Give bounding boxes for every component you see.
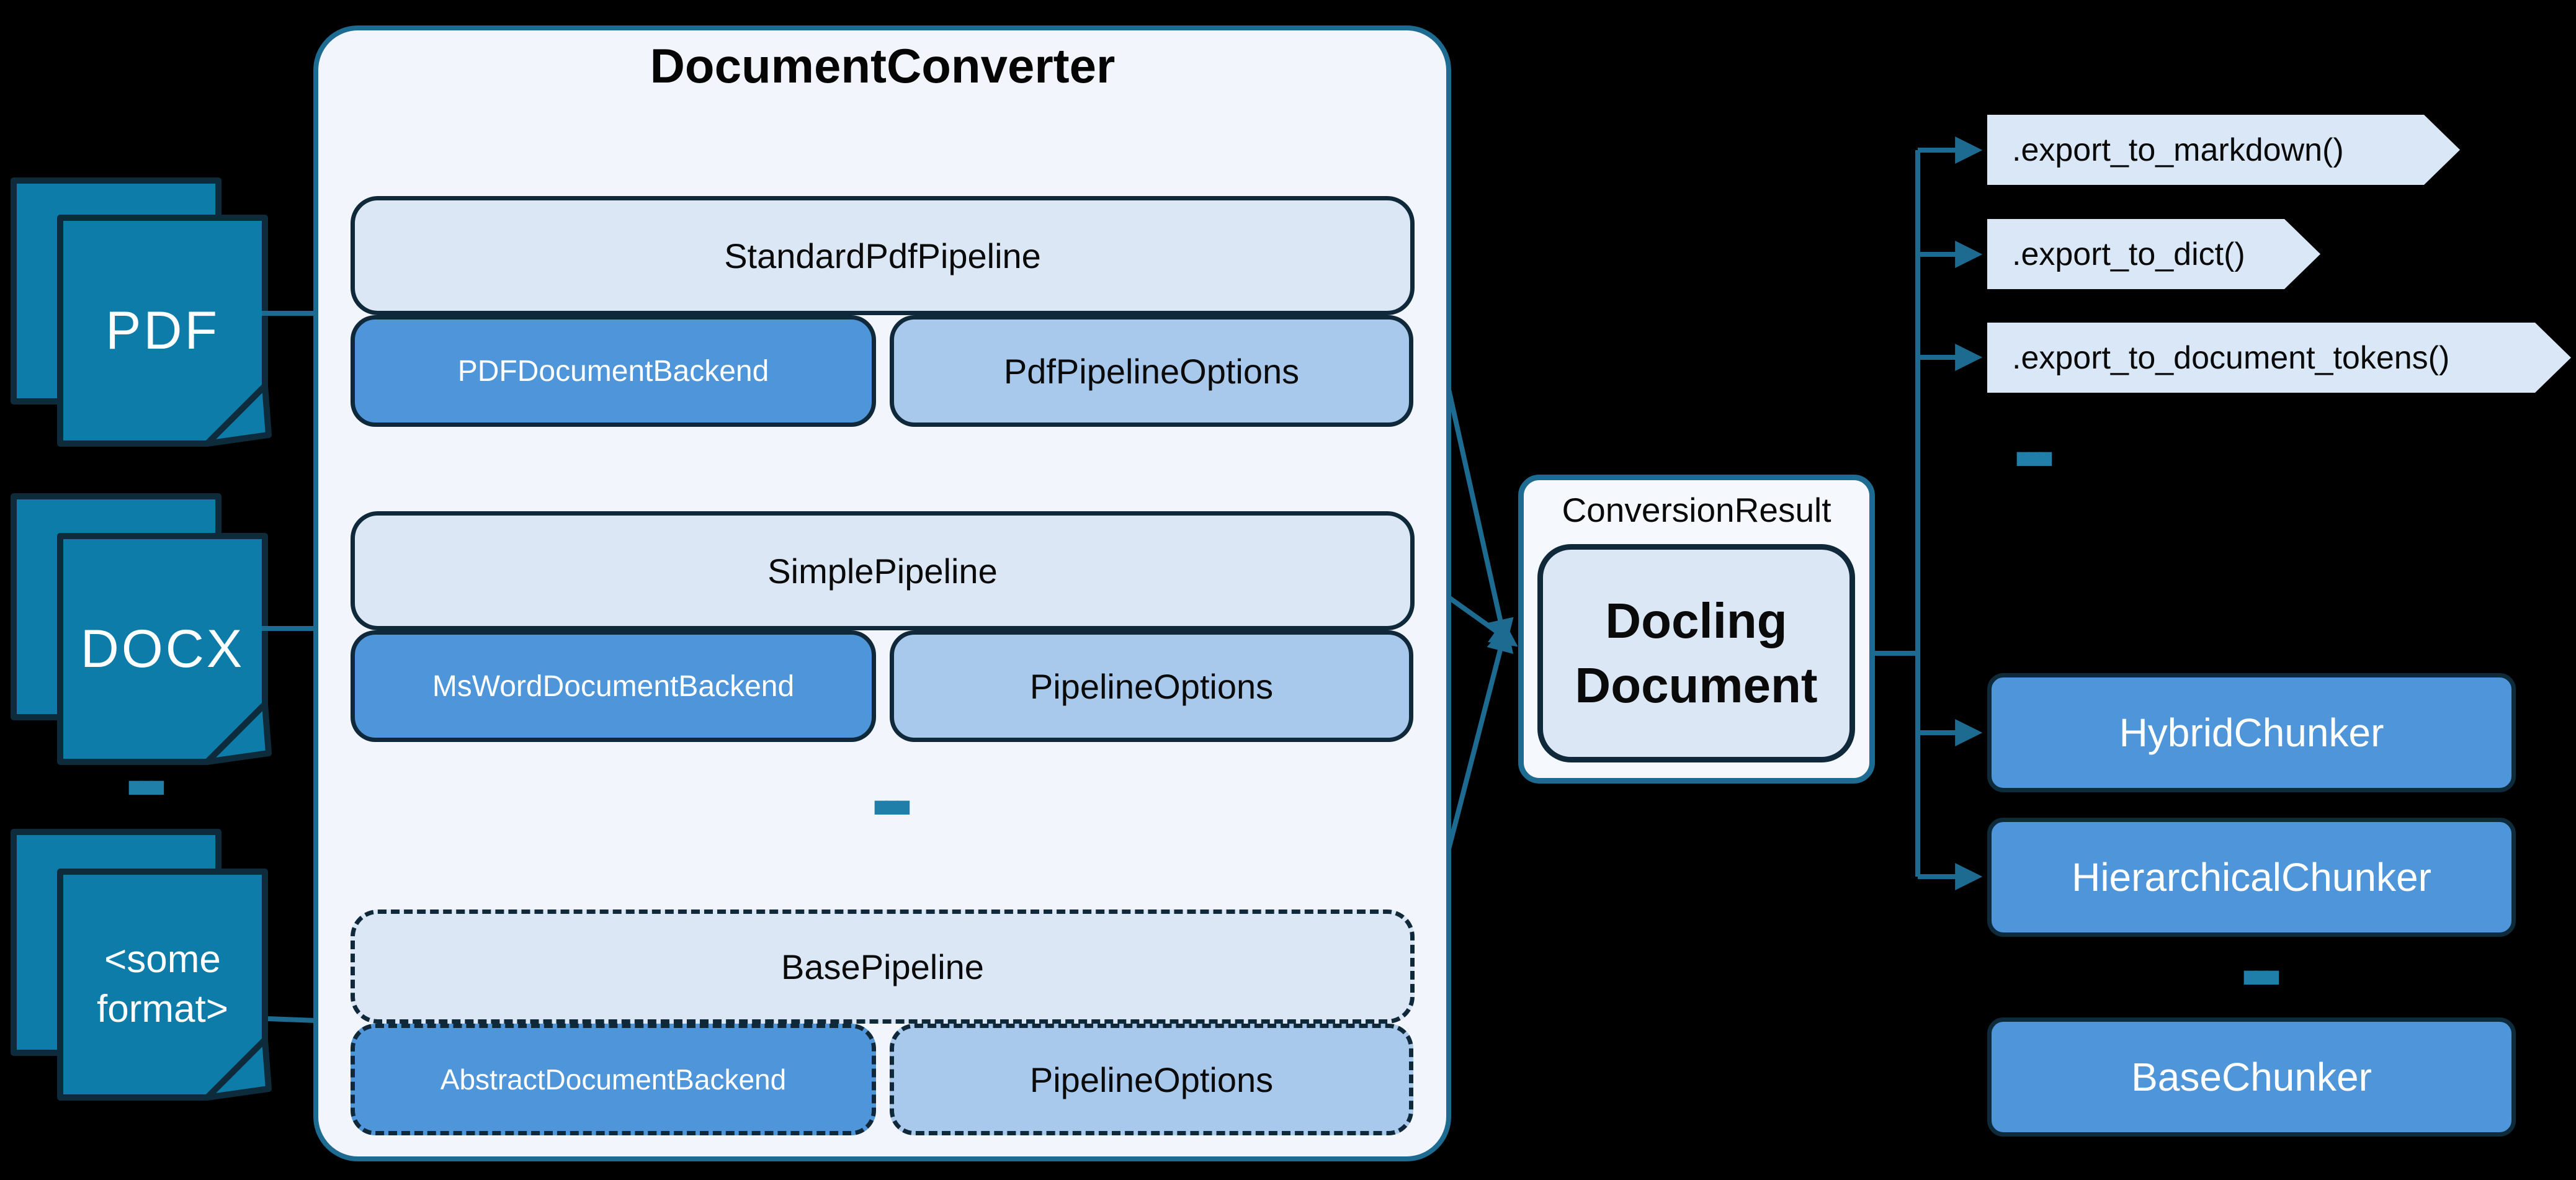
chunker-hierarchical: HierarchicalChunker [1987, 818, 2516, 937]
input-label-pdf: PDF [105, 300, 220, 360]
options-basepipeline: PipelineOptions [890, 1024, 1413, 1135]
chunker-hybrid: HybridChunker [1987, 673, 2516, 792]
pipeline-base: BasePipeline [351, 910, 1415, 1024]
conversion-result-label: ConversionResult [1562, 491, 1831, 529]
options-pdfpipeline: PdfPipelineOptions [890, 315, 1413, 427]
export-chip-markdown: .export_to_markdown() [1987, 115, 2460, 185]
backend-abstractdocument: AbstractDocumentBackend [351, 1024, 876, 1135]
options-pipeline: PipelineOptions [890, 630, 1413, 742]
export-chip-dict: .export_to_dict() [1987, 219, 2320, 289]
docling-document-line1: Docling [1605, 593, 1787, 648]
backend-msword: MsWordDocumentBackend [351, 630, 876, 742]
input-label-some-format: <some format> [60, 872, 265, 1097]
backend-pdfdocument: PDFDocumentBackend [351, 315, 876, 427]
input-label-some-format-line1: <some [104, 938, 221, 981]
docling-document-box: Docling Document [1537, 544, 1855, 762]
chunker-base: BaseChunker [1987, 1017, 2516, 1137]
docling-document-line2: Document [1575, 658, 1818, 713]
pipeline-standardpdf: StandardPdfPipeline [351, 196, 1415, 315]
input-label-some-format-line2: format> [97, 988, 228, 1030]
document-converter-title: DocumentConverter [650, 38, 1116, 93]
export-chip-document-tokens: .export_to_document_tokens() [1987, 323, 2571, 393]
pipeline-simple: SimplePipeline [351, 511, 1415, 630]
input-label-docx: DOCX [80, 619, 245, 679]
